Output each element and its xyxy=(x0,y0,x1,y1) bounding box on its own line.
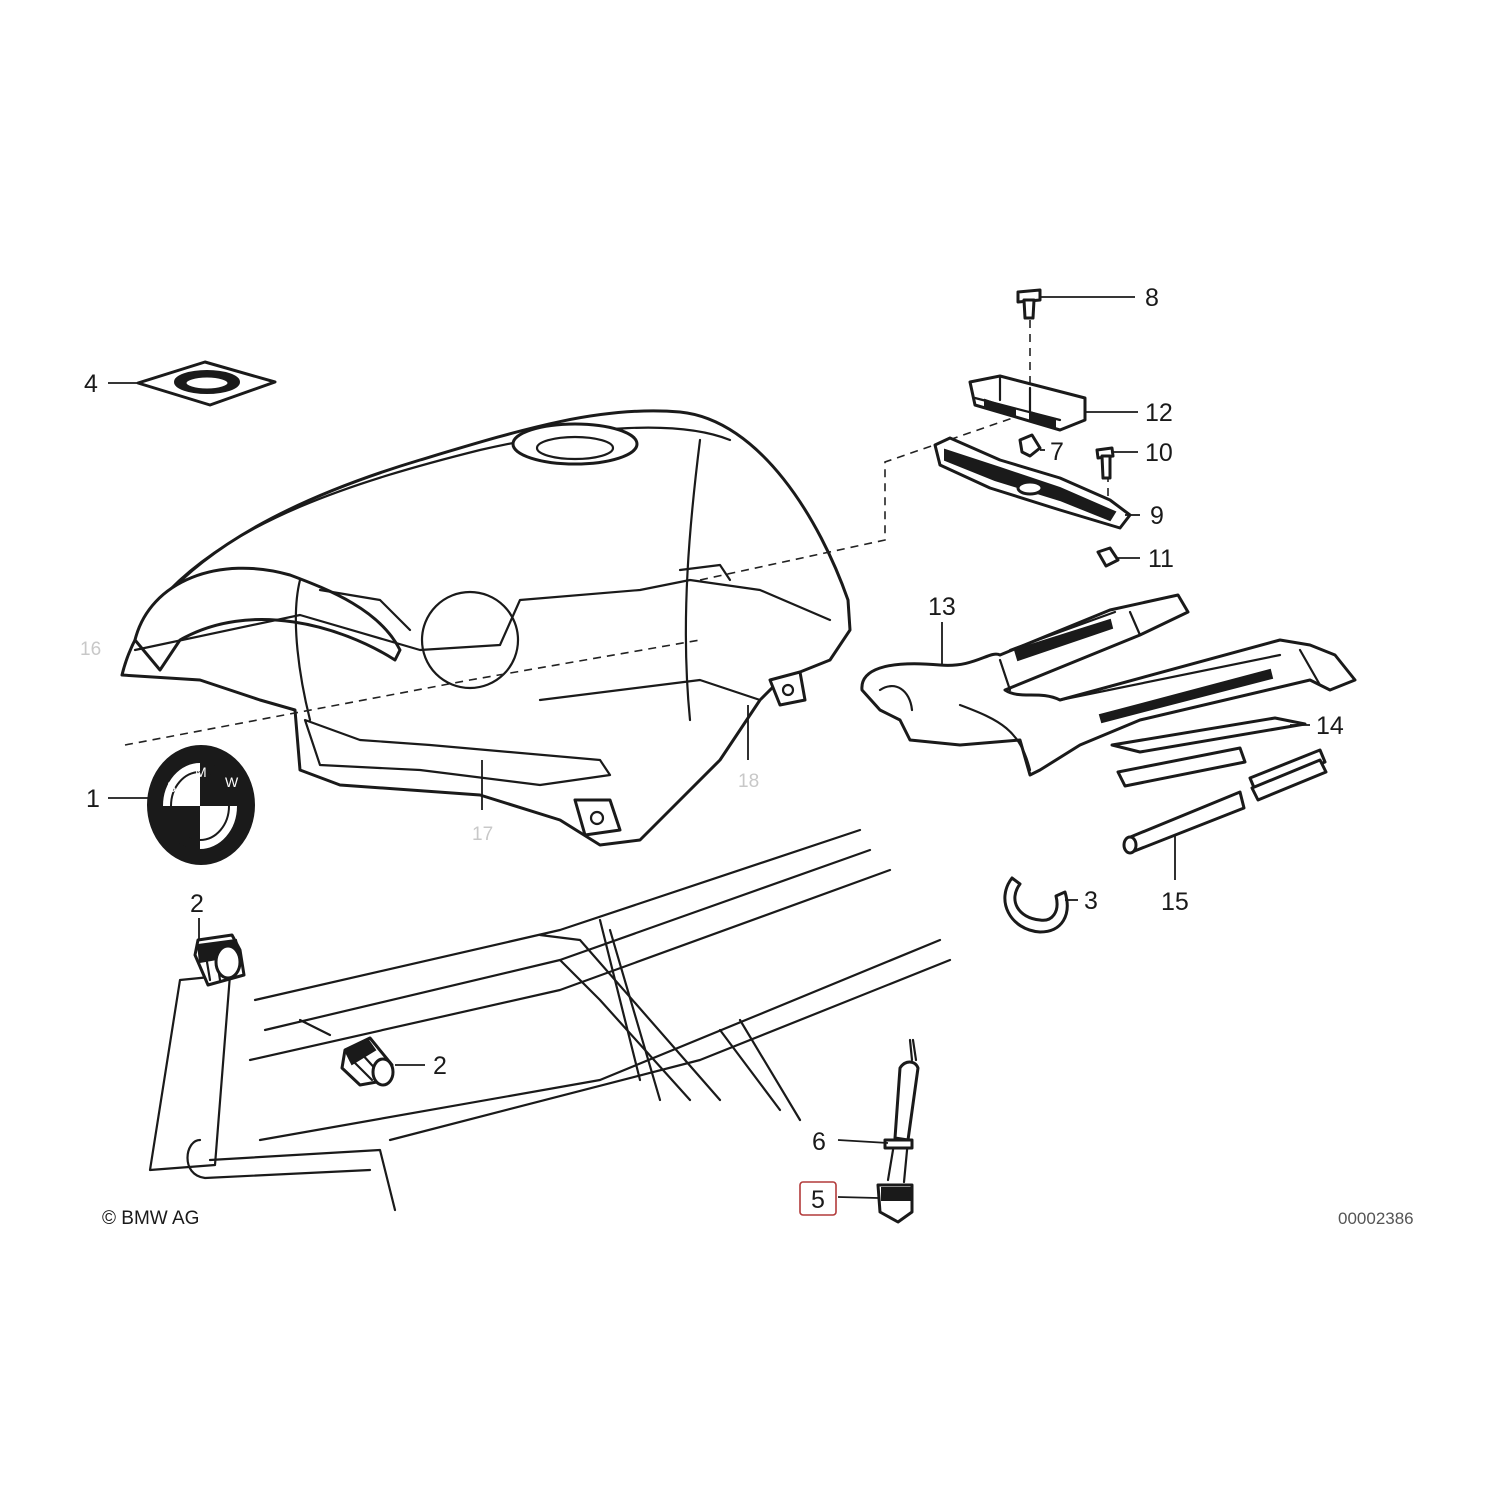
badge-letter-b: B xyxy=(167,779,176,795)
screw-8[interactable] xyxy=(1016,288,1042,320)
nut-11[interactable] xyxy=(1096,546,1120,568)
callout-labels: 4 1 2 2 8 12 7 10 9 11 13 14 3 15 6 5 xyxy=(84,284,1344,1216)
callout-6[interactable]: 6 xyxy=(812,1128,826,1156)
filler-gasket[interactable] xyxy=(136,360,277,407)
faded-labels: 16 17 18 xyxy=(80,639,759,845)
callout-13[interactable]: 13 xyxy=(928,593,956,621)
tube-15[interactable] xyxy=(1122,758,1328,855)
rubber-buffer-upper[interactable] xyxy=(193,933,246,987)
faded-label-18: 18 xyxy=(738,771,759,792)
badge-letter-m: M xyxy=(195,764,207,780)
callout-11[interactable]: 11 xyxy=(1148,545,1174,573)
drawing-number: 00002386 xyxy=(1338,1209,1414,1228)
callout-3[interactable]: 3 xyxy=(1084,887,1098,915)
fuel-sender[interactable] xyxy=(876,1038,920,1224)
callout-8[interactable]: 8 xyxy=(1145,284,1159,312)
callout-1[interactable]: 1 xyxy=(86,785,100,813)
callout-7[interactable]: 7 xyxy=(1050,438,1064,466)
frame-tubes xyxy=(148,828,952,1212)
callout-14[interactable]: 14 xyxy=(1316,712,1344,740)
callout-4[interactable]: 4 xyxy=(84,370,98,398)
callout-2-upper[interactable]: 2 xyxy=(190,890,204,918)
callout-15[interactable]: 15 xyxy=(1161,888,1189,916)
badge-letter-w: W xyxy=(225,774,239,790)
copyright-text: © BMW AG xyxy=(102,1208,199,1229)
callout-5-highlight-box xyxy=(799,1181,837,1216)
callout-10[interactable]: 10 xyxy=(1145,439,1173,467)
clamp-3[interactable] xyxy=(1003,876,1069,934)
rubber-buffer-lower[interactable] xyxy=(340,1036,395,1087)
faded-label-17: 17 xyxy=(472,824,493,845)
faded-label-16: 16 xyxy=(80,639,101,660)
bmw-badge[interactable]: B M W xyxy=(147,745,255,865)
side-cover-13[interactable] xyxy=(860,593,1357,777)
fuel-tank[interactable] xyxy=(120,409,852,847)
callout-12[interactable]: 12 xyxy=(1145,399,1173,427)
callout-9[interactable]: 9 xyxy=(1150,502,1164,530)
callout-5[interactable]: 5 xyxy=(811,1186,825,1214)
screw-10[interactable] xyxy=(1095,446,1115,480)
callout-2-lower[interactable]: 2 xyxy=(433,1052,447,1080)
leader-lines xyxy=(108,296,1310,1199)
clip-7[interactable] xyxy=(1018,433,1042,458)
connector-block-12[interactable] xyxy=(968,374,1087,432)
